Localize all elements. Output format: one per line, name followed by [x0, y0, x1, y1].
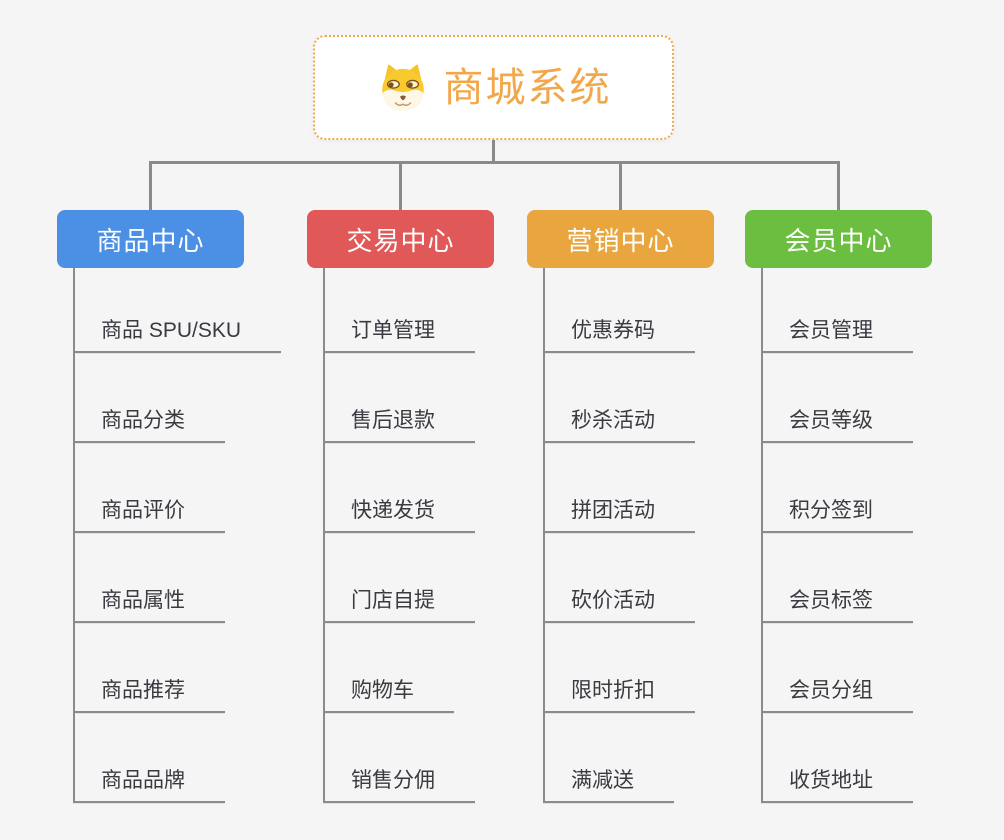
branch-topic[interactable]: 会员中心: [745, 210, 932, 268]
child-topic-row: 砍价活动: [527, 533, 695, 623]
branch-column-4: 会员中心 会员管理会员等级积分签到会员标签会员分组收货地址: [745, 161, 932, 803]
child-topic[interactable]: 商品推荐: [73, 678, 225, 713]
connector-branch-drop: [837, 161, 840, 210]
connector-bus: [149, 161, 840, 164]
branch-topic[interactable]: 营销中心: [527, 210, 714, 268]
branch-column-3: 营销中心 优惠券码秒杀活动拼团活动砍价活动限时折扣满减送: [527, 161, 714, 803]
branch-topic-label: 营销中心: [566, 225, 675, 256]
child-topic[interactable]: 砍价活动: [543, 588, 695, 623]
child-topic-row: 会员管理: [745, 268, 913, 353]
child-topic[interactable]: 积分签到: [761, 498, 913, 533]
child-topic[interactable]: 收货地址: [761, 768, 913, 803]
connector-trunk: [323, 268, 325, 803]
child-topic[interactable]: 门店自提: [323, 588, 475, 623]
child-topic[interactable]: 购物车: [323, 678, 454, 713]
child-topic-row: 满减送: [527, 713, 695, 803]
child-topic-row: 订单管理: [307, 268, 475, 353]
child-topic[interactable]: 拼团活动: [543, 498, 695, 533]
child-topic[interactable]: 会员等级: [761, 408, 913, 443]
child-topic-row: 商品评价: [57, 443, 281, 533]
child-topic-row: 积分签到: [745, 443, 913, 533]
child-topic[interactable]: 会员分组: [761, 678, 913, 713]
child-topic-row: 收货地址: [745, 713, 913, 803]
child-topic[interactable]: 商品分类: [73, 408, 225, 443]
child-topic[interactable]: 订单管理: [323, 318, 475, 353]
child-topic[interactable]: 限时折扣: [543, 678, 695, 713]
branch-topic-label: 会员中心: [784, 225, 893, 256]
child-topic-row: 销售分佣: [307, 713, 475, 803]
child-topic-row: 拼团活动: [527, 443, 695, 533]
child-topic[interactable]: 商品评价: [73, 498, 225, 533]
branch-topic-label: 交易中心: [346, 225, 455, 256]
branch-topic-label: 商品中心: [96, 225, 205, 256]
child-topic[interactable]: 快递发货: [323, 498, 475, 533]
child-topic-row: 售后退款: [307, 353, 475, 443]
child-topic-row: 门店自提: [307, 533, 475, 623]
branch-topic[interactable]: 交易中心: [307, 210, 494, 268]
child-topic[interactable]: 满减送: [543, 768, 674, 803]
connector-trunk: [543, 268, 545, 803]
child-topic-row: 商品分类: [57, 353, 281, 443]
child-topic[interactable]: 优惠券码: [543, 318, 695, 353]
branch-children: 商品 SPU/SKU 商品分类商品评价商品属性商品推荐商品品牌: [57, 268, 282, 803]
child-topic[interactable]: 秒杀活动: [543, 408, 695, 443]
child-topic-row: 会员分组: [745, 623, 913, 713]
branch-column-2: 交易中心 订单管理售后退款快递发货门店自提购物车销售分佣: [307, 161, 494, 803]
child-topic[interactable]: 销售分佣: [323, 768, 475, 803]
child-topic[interactable]: 会员管理: [761, 318, 913, 353]
connector-branch-drop: [399, 161, 402, 210]
child-topic[interactable]: 商品品牌: [73, 768, 225, 803]
child-topic-row: 快递发货: [307, 443, 475, 533]
child-topic[interactable]: 商品 SPU/SKU: [73, 318, 282, 353]
branch-children: 优惠券码秒杀活动拼团活动砍价活动限时折扣满减送: [527, 268, 695, 803]
connector-root-drop: [492, 140, 495, 164]
branch-children: 会员管理会员等级积分签到会员标签会员分组收货地址: [745, 268, 913, 803]
child-topic-row: 商品 SPU/SKU: [57, 268, 282, 353]
child-topic-row: 商品品牌: [57, 713, 281, 803]
dog-face-icon: [376, 63, 430, 113]
root-topic[interactable]: 商城系统: [313, 35, 674, 140]
child-topic-row: 秒杀活动: [527, 353, 695, 443]
connector-branch-drop: [619, 161, 622, 210]
branch-topic[interactable]: 商品中心: [57, 210, 244, 268]
branch-column-1: 商品中心 商品 SPU/SKU 商品分类商品评价商品属性商品推荐商品品牌: [57, 161, 282, 803]
child-topic-row: 商品属性: [57, 533, 281, 623]
child-topic[interactable]: 会员标签: [761, 588, 913, 623]
child-topic[interactable]: 商品属性: [73, 588, 225, 623]
root-topic-title: 商城系统: [443, 65, 612, 110]
child-topic-row: 购物车: [307, 623, 475, 713]
connector-trunk: [761, 268, 763, 803]
child-topic-row: 会员标签: [745, 533, 913, 623]
child-topic-row: 会员等级: [745, 353, 913, 443]
child-topic[interactable]: 售后退款: [323, 408, 475, 443]
branch-children: 订单管理售后退款快递发货门店自提购物车销售分佣: [307, 268, 475, 803]
child-topic-row: 限时折扣: [527, 623, 695, 713]
child-topic-row: 优惠券码: [527, 268, 695, 353]
connector-branch-drop: [149, 161, 152, 210]
connector-trunk: [73, 268, 75, 803]
child-topic-row: 商品推荐: [57, 623, 281, 713]
